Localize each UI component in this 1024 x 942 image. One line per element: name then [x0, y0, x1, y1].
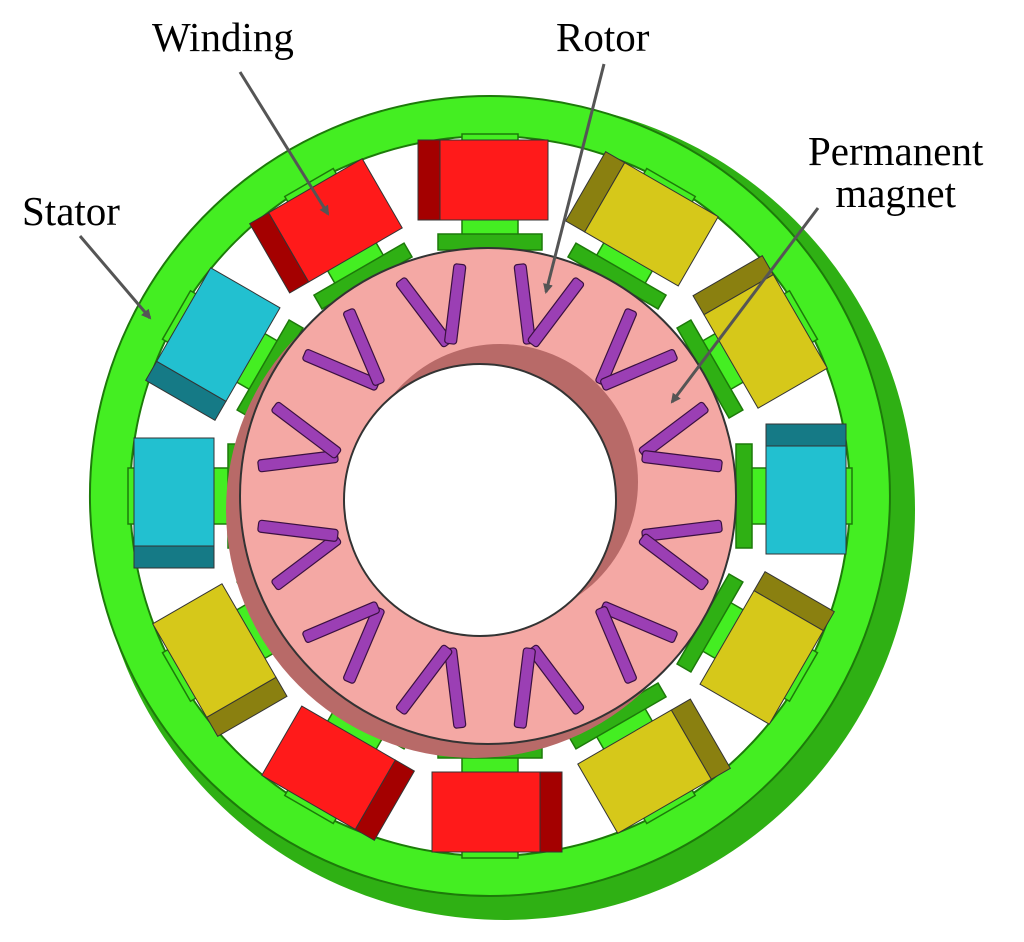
magnet-bar [395, 277, 453, 348]
magnet-bar [271, 401, 342, 459]
magnet-pair [257, 401, 342, 473]
winding-label: Winding [152, 14, 294, 60]
magnet-bar [302, 349, 380, 391]
magnet-bar [302, 601, 380, 643]
winding-coil [152, 583, 288, 738]
rotor-arrow [543, 63, 606, 294]
permanent-magnet-label-line2: magnet [835, 170, 957, 216]
magnet-pair [595, 601, 678, 684]
coil-face [431, 771, 541, 853]
magnet-bar [527, 277, 585, 348]
magnet-bar [595, 606, 637, 684]
magnet-bar [600, 601, 678, 643]
magnet-pair [257, 519, 342, 591]
coil-face [765, 445, 847, 555]
coil-side [539, 771, 563, 853]
winding-coil [145, 267, 281, 422]
windings [133, 139, 847, 853]
coil-side [133, 545, 215, 569]
magnet-pair [395, 644, 467, 729]
magnet-pair [513, 644, 585, 729]
magnet-pair [513, 263, 585, 348]
permanent-magnet-label-line1: Permanent [808, 128, 984, 174]
coil-face [439, 139, 549, 221]
coil-face [584, 162, 719, 287]
winding-coil [417, 139, 549, 221]
coil-face [156, 267, 281, 402]
magnet-bar [513, 647, 536, 729]
permanent-magnet-label: Permanent magnet [808, 130, 983, 214]
coil-side [765, 423, 847, 447]
coil-face [152, 583, 277, 718]
winding-coil [564, 151, 719, 287]
magnet-bar [638, 533, 709, 591]
winding-coil [133, 437, 215, 569]
winding-coil [765, 423, 847, 555]
coil-face [577, 709, 712, 834]
magnet-bar [257, 450, 339, 473]
winding-coil [577, 698, 732, 834]
rotor-label: Rotor [556, 14, 650, 60]
coil-face [133, 437, 215, 547]
tooth-shoe [735, 443, 753, 549]
magnet-pair [395, 263, 467, 348]
coil-face [268, 158, 403, 283]
magnet-bar [638, 401, 709, 459]
magnet-bar [600, 349, 678, 391]
magnet-pair [302, 308, 385, 391]
magnet-bar [343, 308, 385, 386]
coil-side [417, 139, 441, 221]
magnet-bar [641, 450, 723, 473]
stator-label: Stator [22, 188, 120, 234]
magnet-bar [444, 647, 467, 729]
permanent-magnets [257, 263, 723, 729]
winding-coil [692, 254, 828, 409]
winding-coil [248, 158, 403, 294]
magnet-pair [302, 601, 385, 684]
winding-arrow [238, 71, 330, 216]
magnet-bar [444, 263, 467, 345]
permanent-magnet-arrow [670, 207, 820, 404]
winding-coil [699, 570, 835, 725]
magnet-bar [271, 533, 342, 591]
magnet-bar [257, 519, 339, 542]
magnet-bar [527, 644, 585, 715]
magnet-pair [638, 401, 723, 473]
magnet-pair [638, 519, 723, 591]
shaft-bore [343, 363, 617, 637]
coil-face [699, 590, 824, 725]
magnet-bar [641, 519, 723, 542]
winding-coil [431, 771, 563, 853]
magnet-bar [595, 308, 637, 386]
winding-coil [261, 705, 416, 841]
coil-face [261, 705, 396, 830]
stator-arrow [78, 235, 152, 320]
coil-face [703, 274, 828, 409]
magnet-bar [513, 263, 536, 345]
magnet-bar [395, 644, 453, 715]
magnet-pair [595, 308, 678, 391]
magnet-bar [343, 606, 385, 684]
